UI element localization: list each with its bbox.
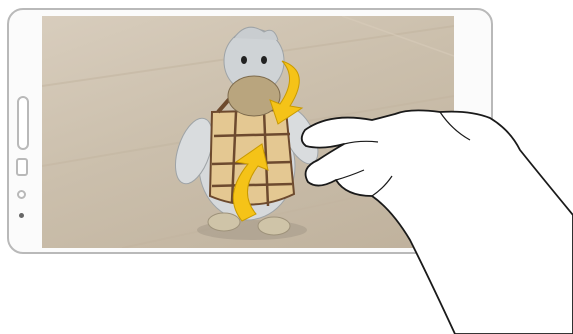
figure-stage	[0, 0, 573, 334]
hand-pinch-illustration	[0, 0, 573, 334]
